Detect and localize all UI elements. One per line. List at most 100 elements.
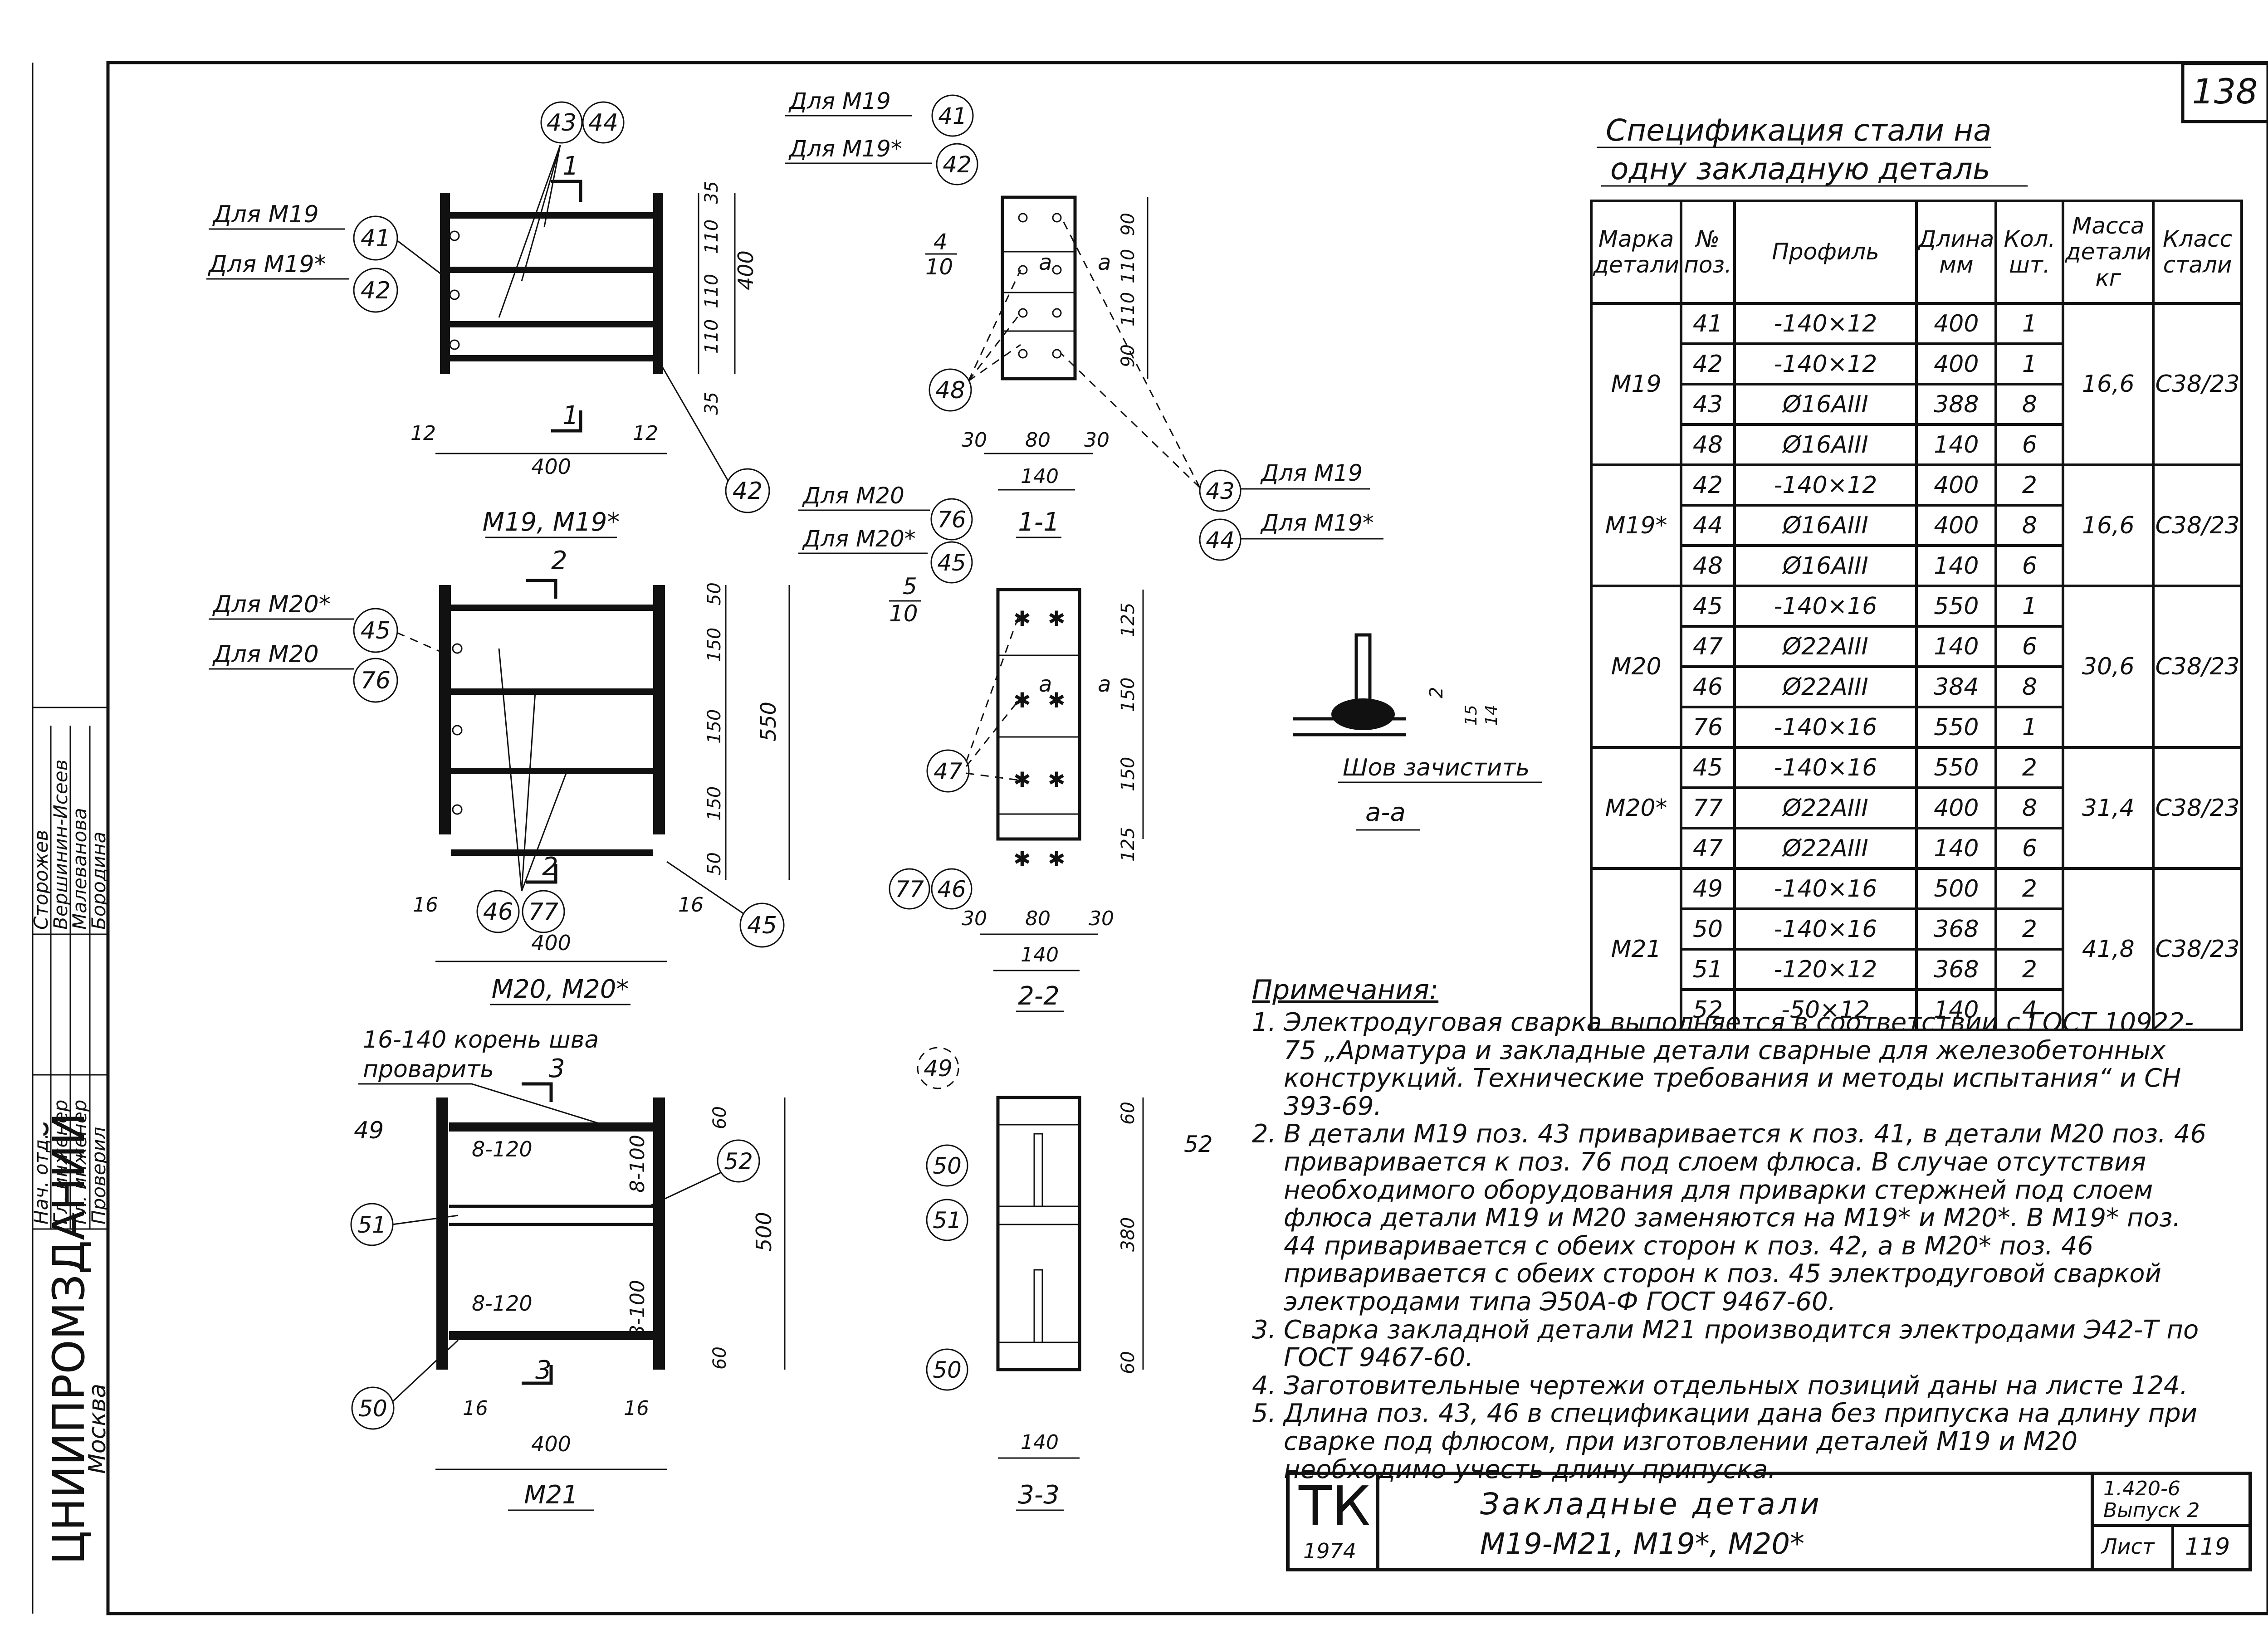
root-weld-note-2: проварить	[363, 1056, 494, 1083]
leader	[968, 269, 1022, 381]
dim-400: 400	[531, 1432, 571, 1456]
bubble-49	[917, 1047, 959, 1089]
rib	[1033, 1269, 1043, 1343]
page-number: 138	[2192, 71, 2258, 112]
spec-profile: Ø22АIII	[1733, 827, 1918, 870]
leader	[968, 344, 1021, 382]
dim-80: 80	[1025, 907, 1051, 930]
spec-profile: -140×12	[1733, 463, 1918, 507]
leader	[396, 632, 444, 654]
plate	[1001, 195, 1077, 380]
dim-550: 550	[756, 702, 781, 741]
dim-50: 50	[704, 852, 725, 875]
dim-30: 30	[1084, 429, 1110, 452]
spec-pos: 76	[1680, 706, 1736, 749]
leader	[521, 691, 536, 892]
bar-end	[1018, 265, 1028, 275]
bubble-77-label: 77	[528, 898, 558, 926]
cut-3-marker	[522, 1082, 553, 1102]
spec-title-line-1: Спецификация стали на	[1606, 113, 1992, 148]
side-role: Нач. отд.	[30, 1133, 52, 1224]
sheet-frame	[106, 61, 2268, 1615]
weld-star: ✱	[1013, 606, 1031, 631]
dim-16: 16	[678, 893, 704, 917]
detail-a-label: а	[1039, 672, 1052, 697]
bubble-42-label: 42	[943, 151, 972, 178]
plate-50	[449, 1331, 653, 1340]
bubble-48-label: 48	[935, 377, 965, 404]
dim-12: 12	[411, 422, 436, 445]
note-text: В детали М19 поз. 43 приваривается к поз…	[1284, 1119, 2207, 1317]
bubble-45	[353, 608, 398, 653]
note-text: Длина поз. 43, 46 в спецификации дана бе…	[1284, 1399, 2198, 1484]
weld-fraction: 10	[889, 600, 918, 627]
weld-mark	[452, 643, 463, 654]
spec-qty: 1	[1994, 342, 2065, 385]
bubble-44	[1199, 518, 1242, 561]
spec-mark: М19*	[1589, 463, 1683, 587]
leader	[543, 145, 561, 227]
notes-title: Примечания:	[1252, 974, 1439, 1006]
dim-140: 140	[1021, 465, 1059, 488]
dim-140: 140	[1021, 1431, 1059, 1454]
spec-pos: 41	[1680, 302, 1736, 345]
spec-mark: М21	[1589, 867, 1683, 1031]
spec-pos: 42	[1680, 342, 1736, 385]
dim-80: 80	[1025, 429, 1051, 452]
spec-pos: 43	[1680, 383, 1736, 426]
spec-steel: С38/23	[2152, 746, 2243, 870]
spec-qty: 1	[1994, 706, 2065, 749]
bubble-50	[926, 1144, 968, 1187]
leader	[648, 1171, 722, 1207]
bubble-50-label: 50	[933, 1153, 962, 1179]
spec-profile: Ø22АIII	[1733, 786, 1918, 829]
weld-star: ✱	[1048, 606, 1066, 631]
spec-pos: 44	[1680, 504, 1736, 547]
spec-length: 140	[1915, 423, 1998, 466]
bubble-44-label: 44	[588, 109, 618, 137]
note-text: Сварка закладной детали М21 производится…	[1284, 1315, 2199, 1373]
spec-pos: 48	[1680, 544, 1736, 587]
weld-fraction: 10	[925, 254, 953, 280]
cut-3-marker	[522, 1365, 553, 1385]
bubble-44	[582, 101, 625, 144]
spec-qty: 6	[1994, 544, 2065, 587]
spec-header: Класс стали	[2152, 200, 2243, 305]
dim-30: 30	[962, 907, 987, 930]
spec-header: № поз.	[1680, 200, 1736, 305]
spec-length: 550	[1915, 585, 1998, 628]
leader	[498, 145, 561, 318]
spec-length: 400	[1915, 463, 1998, 507]
leader	[396, 239, 445, 278]
m19-plan-view: 1 1 43 44 Для М19 Для М19* 41 42 42 400 …	[206, 101, 770, 538]
spec-length: 368	[1915, 948, 1998, 991]
bar-end	[1018, 349, 1028, 359]
label-for-m20s: Для М20*	[212, 591, 331, 618]
m20-title: М20, М20*	[492, 975, 629, 1004]
bubble-42	[353, 268, 398, 313]
rib	[1033, 1133, 1043, 1207]
leader	[966, 772, 1019, 781]
label-for-m20: Для М20	[212, 641, 319, 668]
stamp-title-2: М19-М21, М19*, М20*	[1480, 1527, 1805, 1561]
dim-380: 380	[1118, 1217, 1139, 1252]
plate	[996, 588, 1081, 841]
dim-400: 400	[531, 931, 571, 955]
weld-star: ✱	[1048, 688, 1066, 712]
dim-150: 150	[1118, 678, 1139, 712]
bubble-43	[1199, 469, 1242, 512]
bubble-46	[476, 890, 520, 933]
dim-110: 110	[701, 274, 722, 308]
spec-pos: 42	[1680, 463, 1736, 507]
side-role: Проверил	[88, 1127, 110, 1224]
spec-length: 140	[1915, 544, 1998, 587]
spec-pos: 51	[1680, 948, 1736, 991]
cut-1-marker	[551, 410, 582, 433]
dim-2: 2	[1426, 687, 1447, 698]
bubble-45-label: 45	[747, 912, 777, 939]
